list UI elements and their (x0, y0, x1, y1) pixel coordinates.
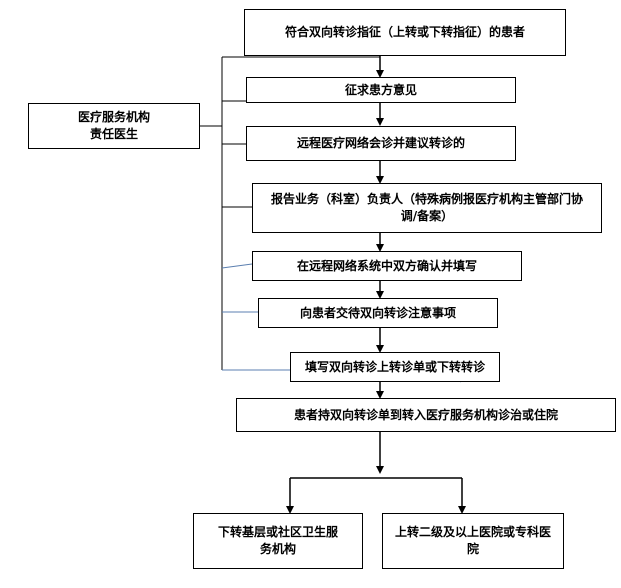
outcome-up-referral-line2: 院 (466, 542, 479, 556)
step-transfer-treatment: 患者持双向转诊单到转入医疗服务机构诊治或住院 (236, 398, 616, 432)
step-report-department-line2: 调/备案） (400, 209, 454, 223)
outcome-down-referral-line2: 务机构 (259, 542, 296, 556)
step-remote-consultation-label: 远程医疗网络会诊并建议转诊的 (296, 136, 465, 150)
step-transfer-treatment-label: 患者持双向转诊单到转入医疗服务机构诊治或住院 (293, 407, 558, 422)
step-consult-patient-label: 征求患方意见 (344, 82, 417, 97)
step-explain-notes: 向患者交待双向转诊注意事项 (258, 298, 498, 328)
step-report-department-line1: 报告业务（科室）负责人（特殊病例报医疗机构主管部门协 (270, 192, 583, 206)
step-consult-patient: 征求患方意见 (246, 77, 516, 103)
outcome-down-referral: 下转基层或社区卫生服 务机构 (193, 513, 363, 569)
bracket-to-step5 (221, 263, 253, 269)
step-confirm-online: 在远程网络系统中双方确认并填写 (252, 251, 522, 281)
step-remote-consultation: 远程医疗网络会诊并建议转诊的 (246, 126, 516, 161)
step-fill-referral-form: 填写双向转诊上转诊单或下转转诊 (290, 352, 500, 382)
step-report-department: 报告业务（科室）负责人（特殊病例报医疗机构主管部门协 调/备案） (252, 183, 602, 233)
step-confirm-online-label: 在远程网络系统中双方确认并填写 (296, 258, 477, 273)
step-fill-referral-form-label: 填写双向转诊上转诊单或下转转诊 (304, 359, 485, 374)
outcome-down-referral-line1: 下转基层或社区卫生服 (217, 525, 338, 539)
step-eligible-patient-label: 符合双向转诊指征（上转或下转指征）的患者 (284, 25, 525, 39)
step-explain-notes-label: 向患者交待双向转诊注意事项 (299, 305, 456, 320)
step-eligible-patient: 符合双向转诊指征（上转或下转指征）的患者 (244, 9, 566, 56)
outcome-up-referral-line1: 上转二级及以上医院或专科医 (394, 525, 551, 539)
responsible-doctor-line2: 责任医生 (89, 127, 138, 141)
responsible-doctor-box: 医疗服务机构 责任医生 (28, 103, 200, 149)
responsible-doctor-line1: 医疗服务机构 (77, 110, 150, 124)
outcome-up-referral: 上转二级及以上医院或专科医 院 (382, 513, 564, 569)
